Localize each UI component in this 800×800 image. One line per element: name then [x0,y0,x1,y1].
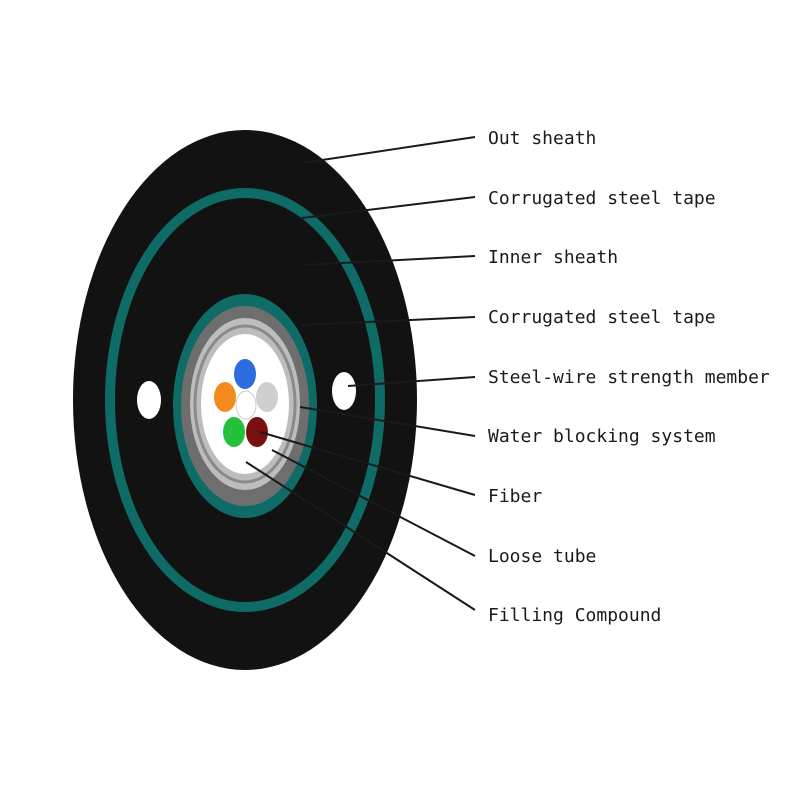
cable-cross-section [73,130,417,670]
label-loose-tube: Loose tube [488,546,596,567]
water-blocking-ring [193,324,297,484]
label-strength-member: Steel-wire strength member [488,367,770,388]
fiber-green [223,417,245,447]
label-out-sheath: Out sheath [488,128,596,149]
labels: Out sheath Corrugated steel tape Inner s… [488,128,770,626]
fiber-brown [246,417,268,447]
fiber-gray [256,382,278,412]
fiber-orange [214,382,236,412]
leader-corrugated-steel-tape-inner [301,316,476,326]
leader-corrugated-steel-tape-outer [301,196,476,219]
leader-strength-member [347,376,476,387]
fiber-white [235,390,257,420]
strength-member-left [137,381,161,419]
label-corrugated-steel-tape-outer: Corrugated steel tape [488,188,716,209]
leader-inner-sheath [304,255,476,266]
label-inner-sheath: Inner sheath [488,247,618,268]
leader-out-sheath [301,136,476,164]
leader-lines [245,136,476,611]
leader-filling-compound [245,461,476,611]
leader-water-blocking [299,406,476,437]
label-fiber: Fiber [488,486,542,507]
label-filling-compound: Filling Compound [488,605,661,626]
leader-fiber [259,431,476,496]
label-corrugated-steel-tape-inner: Corrugated steel tape [488,307,716,328]
label-water-blocking: Water blocking system [488,426,716,447]
strength-member-right [332,372,356,410]
fiber-blue [234,359,256,389]
leader-loose-tube [271,449,476,557]
corrugated-steel-tape-outer [105,188,385,612]
